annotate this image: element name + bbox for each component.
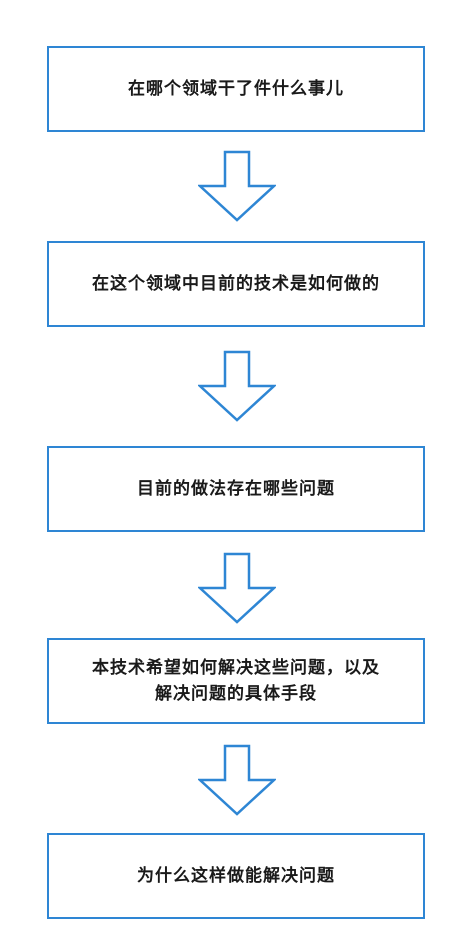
down-arrow-icon <box>198 552 276 624</box>
down-arrow-icon <box>198 350 276 422</box>
flow-step-1: 在哪个领域干了件什么事儿 <box>47 46 425 132</box>
flow-step-4-text-line-2: 解决问题的具体手段 <box>155 684 317 704</box>
flow-step-3: 目前的做法存在哪些问题 <box>47 446 425 532</box>
flow-step-1-text: 在哪个领域干了件什么事儿 <box>128 79 344 99</box>
flow-step-5-text: 为什么这样做能解决问题 <box>137 866 335 886</box>
flow-step-5: 为什么这样做能解决问题 <box>47 833 425 919</box>
flow-step-2: 在这个领域中目前的技术是如何做的 <box>47 241 425 327</box>
down-arrow-icon <box>198 150 276 222</box>
flow-step-4: 本技术希望如何解决这些问题，以及 解决问题的具体手段 <box>47 638 425 724</box>
down-arrow-icon <box>198 744 276 816</box>
flow-step-4-text-line-1: 本技术希望如何解决这些问题，以及 <box>92 658 380 678</box>
flow-step-3-text: 目前的做法存在哪些问题 <box>137 479 335 499</box>
flow-step-2-text: 在这个领域中目前的技术是如何做的 <box>92 274 380 294</box>
